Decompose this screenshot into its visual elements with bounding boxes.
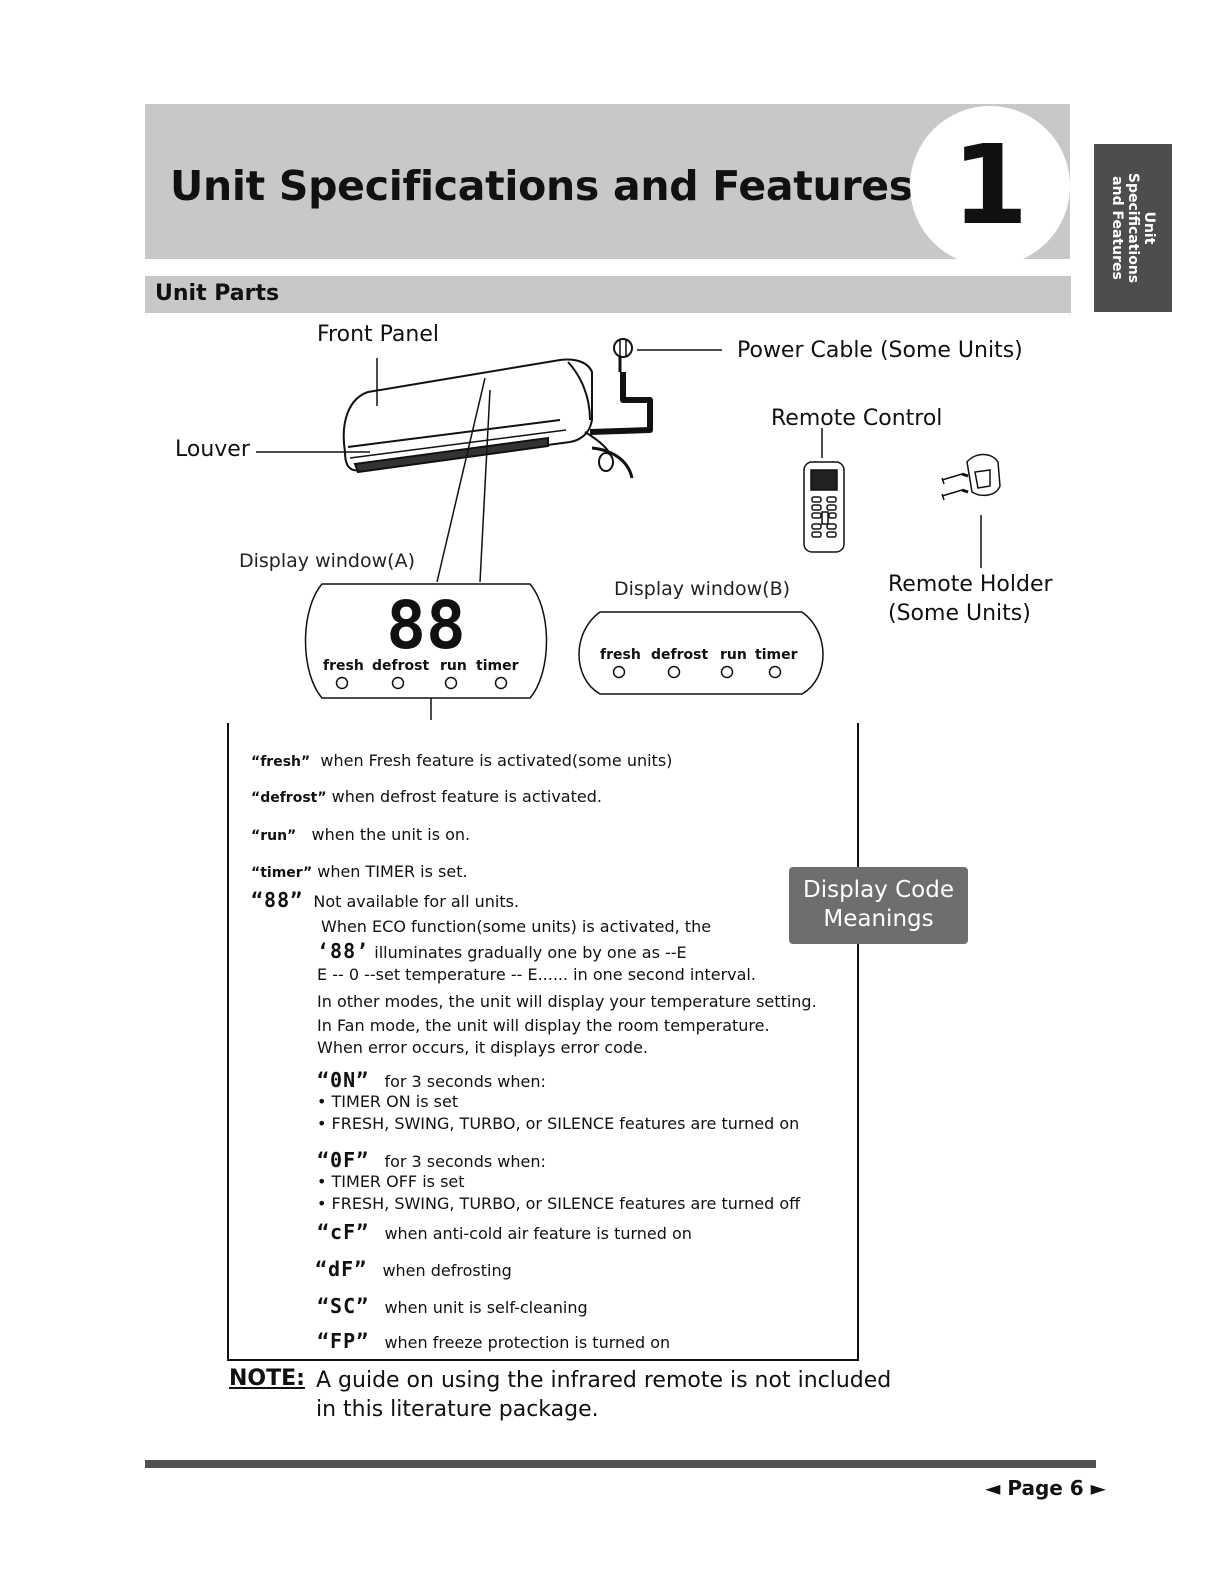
power-cable-illustration (589, 338, 722, 435)
legend-digits-detail: In other modes, the unit will display yo… (317, 992, 817, 1011)
page-navigation[interactable]: ◄ Page 6 ► (985, 1476, 1107, 1500)
legend-digits-detail: ‘88’ illuminates gradually one by one as… (317, 939, 687, 963)
legend-digits-detail: When ECO function(some units) is activat… (321, 917, 712, 936)
chapter-badge (910, 106, 1070, 266)
indoor-unit-illustration (342, 358, 634, 479)
legend-row-timer: “timer” when TIMER is set. (251, 862, 468, 881)
footer-rule (145, 1460, 1096, 1468)
code-description: when freeze protection is turned on (384, 1333, 671, 1352)
section-band (145, 276, 1071, 313)
front-panel-label: Front Panel (317, 322, 439, 347)
note-text: A guide on using the infrared remote is … (316, 1366, 891, 1424)
legend-row-run: “run” when the unit is on. (251, 825, 470, 844)
panel-b-indicator-label: timer (755, 647, 798, 663)
code-description: when TIMER is set. (317, 862, 468, 881)
remote-control-label: Remote Control (771, 406, 943, 431)
legend-row-digits: “88” Not available for all units. (251, 888, 519, 912)
louver-label: Louver (175, 437, 250, 462)
display-window-b (578, 611, 824, 695)
unit-parts-diagram: fresh defrost run timer fresh defrost ru… (256, 338, 1001, 720)
legend-row-off: “0F” for 3 seconds when: (317, 1148, 546, 1172)
leader-lines (256, 358, 982, 720)
note-line: in this literature package. (316, 1397, 599, 1422)
panel-b-indicator-label: defrost (651, 647, 708, 663)
display-code-badge: Display Code Meanings (789, 867, 968, 944)
code-description: illuminates gradually one by one as --E (374, 943, 687, 962)
panel-a-indicator-label: timer (476, 658, 519, 674)
code-description: when defrost feature is activated. (331, 787, 602, 806)
remote-control-illustration (803, 461, 845, 553)
panel-a-indicator-label: run (440, 658, 467, 674)
legend-digits-detail: In Fan mode, the unit will display the r… (317, 1016, 770, 1035)
code-description: when defrosting (382, 1261, 512, 1280)
code-token: “SC” (317, 1294, 370, 1318)
badge-line: Display Code (803, 877, 954, 903)
code-token: “0F” (317, 1148, 370, 1172)
legend-digits-detail: When error occurs, it displays error cod… (317, 1038, 648, 1057)
code-description: when the unit is on. (311, 825, 471, 844)
legend-bullet: • FRESH, SWING, TURBO, or SILENCE featur… (317, 1114, 800, 1133)
note-label: NOTE: (229, 1366, 305, 1391)
legend-row-fresh: “fresh” when Fresh feature is activated(… (251, 751, 672, 770)
code-description: Not available for all units. (313, 892, 520, 911)
panel-a-indicator-label: defrost (372, 658, 429, 674)
code-token: “run” (251, 828, 297, 844)
remote-holder-note: (Some Units) (888, 601, 1031, 626)
panel-b-indicator-label: run (720, 647, 747, 663)
legend-row-on: “0N” for 3 seconds when: (317, 1068, 546, 1092)
code-description: when Fresh feature is activated(some uni… (320, 751, 673, 770)
code-token: “cF” (317, 1220, 370, 1244)
section-title: Unit Parts (155, 281, 280, 306)
display-window-a (304, 583, 548, 699)
legend-row-cf: “cF” when anti-cold air feature is turne… (317, 1220, 692, 1244)
panel-a-digits: 88 (386, 587, 465, 664)
power-cable-label: Power Cable (Some Units) (737, 338, 1023, 363)
badge-line: Meanings (823, 906, 934, 932)
panel-a-indicator-label: fresh (323, 658, 364, 674)
legend-row-sc: “SC” when unit is self-cleaning (317, 1294, 588, 1318)
legend-bullet: • FRESH, SWING, TURBO, or SILENCE featur… (317, 1194, 801, 1213)
side-tab[interactable] (1094, 144, 1172, 312)
display-window-b-label: Display window(B) (614, 578, 791, 600)
code-description: for 3 seconds when: (384, 1072, 546, 1091)
code-token: “0N” (317, 1068, 370, 1092)
code-token: “defrost” (251, 790, 327, 806)
legend-bullet: • TIMER ON is set (317, 1092, 459, 1111)
legend-bullet: • TIMER OFF is set (317, 1172, 465, 1191)
display-code-legend (227, 723, 859, 1361)
legend-row-defrost: “defrost” when defrost feature is activa… (251, 787, 602, 806)
code-token: “timer” (251, 865, 313, 881)
code-token: “fresh” (251, 754, 311, 770)
code-token: ‘88’ (317, 939, 370, 963)
remote-holder-label: Remote Holder (888, 572, 1053, 597)
legend-row-df: “dF” when defrosting (315, 1257, 512, 1281)
legend-row-fp: “FP” when freeze protection is turned on (317, 1329, 670, 1353)
legend-digits-detail: E -- 0 --set temperature -- E...... in o… (317, 965, 756, 984)
code-description: when anti-cold air feature is turned on (384, 1224, 692, 1243)
code-token: “dF” (315, 1257, 368, 1281)
chapter-number: 1 (951, 121, 1029, 249)
page-title: Unit Specifications and Features (170, 162, 913, 210)
display-window-a-label: Display window(A) (239, 550, 415, 572)
code-description: when unit is self-cleaning (384, 1298, 588, 1317)
code-description: for 3 seconds when: (384, 1152, 546, 1171)
code-token: “88” (251, 888, 304, 912)
remote-holder-illustration (941, 453, 1001, 501)
note-line: A guide on using the infrared remote is … (316, 1368, 892, 1393)
code-token: “FP” (317, 1329, 370, 1353)
panel-b-indicator-label: fresh (600, 647, 641, 663)
